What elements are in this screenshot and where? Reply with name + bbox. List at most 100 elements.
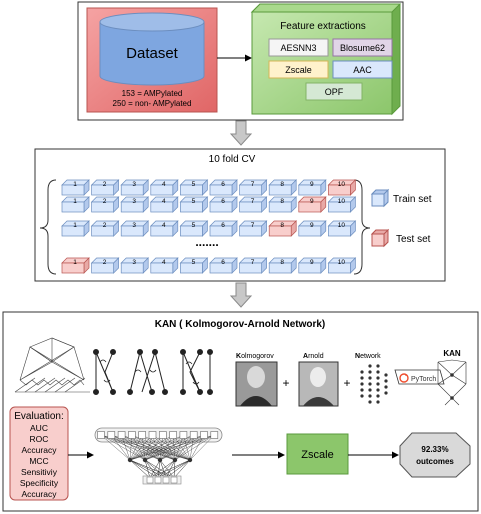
edge <box>121 434 146 461</box>
cv-fold-number: 8 <box>280 222 284 229</box>
legend-test-label: Test set <box>396 234 431 245</box>
outcome-score: 92.33% <box>421 445 448 454</box>
network-node <box>360 382 364 386</box>
edge <box>121 434 131 461</box>
output-node <box>154 476 162 484</box>
edge <box>174 434 194 461</box>
cv-fold-block: 10 <box>327 220 357 237</box>
cv-fold-number: 6 <box>221 222 225 229</box>
edge <box>159 434 215 461</box>
input-node <box>128 431 136 439</box>
cv-fold-block: 4 <box>149 257 179 274</box>
cv-fold-block: 6 <box>209 257 238 274</box>
cv-fold-number: 3 <box>132 181 136 188</box>
feature-aesnn3-box <box>268 38 329 57</box>
edge <box>152 434 176 461</box>
edge <box>157 459 161 479</box>
flow-arrow-down-2 <box>229 282 253 308</box>
edge <box>144 459 175 479</box>
edge <box>129 434 194 461</box>
cv-fold-block: 5 <box>179 257 209 274</box>
network-node <box>384 373 388 377</box>
network-node <box>376 388 380 392</box>
cv-fold-block: 7 <box>238 257 268 274</box>
edge <box>174 434 205 461</box>
cv-fold-number: 6 <box>221 198 225 205</box>
arrowhead-icon <box>392 451 399 459</box>
outcome-label: outcomes <box>416 457 454 466</box>
evaluation-metric: Accuracy <box>22 489 58 499</box>
edge <box>131 434 191 461</box>
cv-fold-number: 5 <box>192 198 196 205</box>
legend-test-icon <box>370 228 390 248</box>
edge <box>144 434 153 461</box>
edge <box>144 434 215 461</box>
edge <box>173 459 191 479</box>
edge <box>189 434 194 461</box>
network-node <box>368 400 372 404</box>
cv-fold-block: 2 <box>90 196 120 213</box>
input-node <box>148 431 157 439</box>
feature-blosum62: Blosume62 <box>340 43 385 53</box>
edge <box>144 459 151 479</box>
hidden-node <box>142 457 148 463</box>
cv-fold-number: 3 <box>132 198 136 205</box>
cv-left-brace <box>39 179 57 275</box>
edge <box>121 434 161 461</box>
evaluation-metric: Accuracy <box>22 445 58 455</box>
edge <box>129 434 133 461</box>
cv-fold-block: 8 <box>268 196 298 213</box>
feature-blosum62-box <box>332 38 393 57</box>
edge <box>165 459 191 479</box>
edge <box>129 459 175 479</box>
edge <box>162 434 176 461</box>
cv-fold-block: 7 <box>238 220 268 237</box>
output-bar <box>142 475 182 485</box>
cv-fold-block: 4 <box>149 220 179 237</box>
edge <box>157 459 191 479</box>
edge <box>121 434 191 461</box>
kan-architecture-diagram <box>94 427 223 485</box>
cv-fold-block: 9 <box>297 179 327 196</box>
pytorch-label: PyTorch <box>411 376 436 383</box>
cv-fold-number: 6 <box>221 259 225 266</box>
cv-fold-number: 9 <box>310 181 314 188</box>
network-node <box>368 394 372 398</box>
cv-fold-number: 2 <box>103 259 107 266</box>
cv-fold-number: 2 <box>103 198 107 205</box>
cv-fold-block: 7 <box>238 196 268 213</box>
cv-fold-number: 10 <box>338 259 346 266</box>
edge <box>189 434 205 461</box>
network-node <box>368 364 372 368</box>
cv-fold-block: 8 <box>268 220 298 237</box>
edge <box>111 434 146 461</box>
cv-fold-number: 4 <box>162 259 166 266</box>
cv-fold-block: 1 <box>61 179 90 196</box>
edge <box>172 434 191 461</box>
cv-fold-number: 5 <box>192 259 196 266</box>
feature-aac-box <box>332 60 393 79</box>
outcome-octagon <box>399 432 471 478</box>
edge <box>159 459 175 479</box>
cv-fold-block: 9 <box>297 257 327 274</box>
cv-fold-block: 2 <box>90 220 120 237</box>
network-node <box>368 388 372 392</box>
pytorch-logo <box>394 369 445 385</box>
cv-fold-block: 1 <box>61 257 90 274</box>
hidden-node <box>157 457 163 463</box>
cv-fold-number: 7 <box>251 198 255 205</box>
feature-zscale: Zscale <box>285 65 312 75</box>
cv-fold-block: 3 <box>120 257 150 274</box>
cv-fold-number: 1 <box>73 222 77 229</box>
network-node <box>360 370 364 374</box>
edge <box>100 434 161 461</box>
edge <box>131 434 161 461</box>
cv-right-brace <box>353 179 371 275</box>
edge <box>131 434 176 461</box>
evaluation-metric-list: AUCROCAccuracyMCCSensitiviySpecificityAc… <box>20 423 59 499</box>
edge <box>152 434 161 461</box>
output-node <box>146 476 154 484</box>
cv-fold-block: 1 <box>61 220 90 237</box>
cv-fold-block: 6 <box>209 220 238 237</box>
kan-title: KAN ( Kolmogorov-Arnold Network) <box>155 319 326 330</box>
